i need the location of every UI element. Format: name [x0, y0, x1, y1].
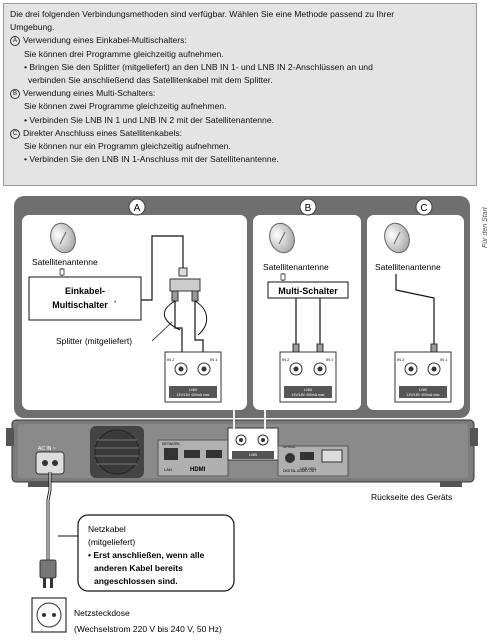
power-note-line-3: angeschlossen sind. [94, 576, 178, 586]
panel-c-marker: C [415, 198, 433, 216]
multiswitch-a-line-2: Multischalter [52, 300, 108, 310]
power-note-line-1: • Erst anschließen, wenn alle [88, 550, 205, 560]
optical-label: OPTICAL [283, 445, 296, 449]
lnb-spec-a: 13V/18V 400mA max [177, 393, 210, 397]
intro-line-1: Die drei folgenden Verbindungsmethoden s… [10, 9, 395, 19]
port-in2-b: IN 2 [282, 357, 290, 362]
outlet-label-2: (Wechselstrom 220 V bis 240 V, 50 Hz) [74, 624, 222, 634]
intro-line-2: Umgebung. [10, 22, 55, 33]
method-c-bullet: • Verbinden Sie den LNB IN 1-Anschluss m… [24, 154, 279, 165]
svg-text:A: A [134, 203, 141, 214]
multiswitch-a-footnote-mark: * [114, 301, 117, 307]
device-rear-panel: AC IN ~ LAN NETWORK HDMI LNB DIGITAL AUD… [6, 419, 478, 487]
instructions-box: Die drei folgenden Verbindungsmethoden s… [3, 3, 477, 186]
satellite-dish-icon [50, 222, 76, 254]
method-c-title-text: Direkter Anschluss eines Satellitenkabel… [23, 127, 183, 138]
rear-panel-label: Rückseite des Geräts [371, 492, 452, 502]
power-note-line-2: anderen Kabel bereits [94, 563, 183, 573]
outlet-label-1: Netzsteckdose [74, 608, 130, 618]
antenna-c-label: Satellitenantenne [375, 262, 441, 272]
antenna-a-label: Satellitenantenne [32, 257, 98, 267]
ac-in-label: AC IN ~ [38, 446, 56, 452]
port-in1-b: IN 1 [326, 357, 334, 362]
marker-a: A [10, 36, 20, 47]
hdmi-label: HDMI [190, 467, 206, 473]
digital-audio-label: DIGITAL AUDIO OUT [283, 469, 317, 473]
lnb-spec-b: 13V/18V 400mA max [292, 393, 325, 397]
lnb-label-c: LNB [419, 387, 427, 392]
method-a-bullet-1: • Bringen Sie den Splitter (mitgeliefert… [24, 61, 373, 72]
method-c-desc: Sie können nur ein Programm gleichzeitig… [24, 141, 231, 152]
lnb-spec-c: 13V/18V 400mA max [407, 393, 440, 397]
antenna-b-label: Satellitenantenne [263, 262, 329, 272]
method-b-desc: Sie können zwei Programme gleichzeitig a… [24, 101, 227, 112]
port-in2-c: IN 2 [397, 357, 405, 362]
panel-b-marker: B [299, 198, 317, 216]
power-cable-note [77, 514, 235, 592]
multi-schalter-box [267, 281, 349, 299]
einkabel-multischalter-box [28, 276, 142, 321]
usb-hdd-label: USB HDD [300, 467, 316, 471]
device-lnb-label: LNB [249, 452, 257, 457]
lnb-label-a: LNB [189, 387, 197, 392]
lnb-connector-b: IN 2 IN 1 LNB 13V/18V 400mA max [279, 351, 337, 403]
lnb-connector-a: IN 2 IN 1 LNB 13V/18V 400mA max [164, 351, 222, 403]
connection-diagram: A B C Satellitenantenne Einkabel- Multis… [6, 196, 478, 634]
panel-a-marker: A [128, 198, 146, 216]
lan-label: LAN [164, 467, 172, 472]
svg-text:B: B [305, 203, 312, 214]
marker-c: C [10, 128, 20, 139]
port-in1-a: IN 1 [210, 357, 218, 362]
satellite-dish-icon [384, 222, 410, 254]
splitter-label: Splitter (mitgeliefert) [56, 336, 132, 346]
marker-b: B [10, 88, 20, 99]
method-a-desc: Sie können drei Programme gleichzeitig a… [24, 48, 224, 59]
fan-grille [90, 426, 144, 478]
lnb-connector-c: IN 2 IN 1 LNB 13V/18V 400mA max [394, 351, 452, 403]
power-cable-label-2: (mitgeliefert) [88, 537, 135, 547]
power-plug-icon [39, 559, 57, 588]
method-b-title-text: Verwendung eines Multi-Schalters: [23, 88, 156, 99]
method-b-bullet: • Verbinden Sie LNB IN 1 und LNB IN 2 mi… [24, 114, 274, 125]
wall-outlet-icon [31, 597, 67, 633]
port-in2-a: IN 2 [167, 357, 175, 362]
section-tab-marker [481, 200, 499, 260]
power-cable-label-1: Netzkabel [88, 524, 126, 534]
multiswitch-b-label: Multi-Schalter [278, 286, 338, 296]
satellite-dish-icon [269, 222, 295, 254]
lnb-label-b: LNB [304, 387, 312, 392]
method-a-bullet-2: verbinden Sie anschließend das Satellite… [28, 75, 273, 86]
multiswitch-a-line-1: Einkabel- [65, 286, 105, 296]
svg-text:C: C [420, 203, 427, 214]
method-a-title-text: Verwendung eines Einkabel-Multischalters… [23, 35, 187, 46]
port-in1-c: IN 1 [440, 357, 448, 362]
network-label: NETWORK [162, 442, 181, 446]
